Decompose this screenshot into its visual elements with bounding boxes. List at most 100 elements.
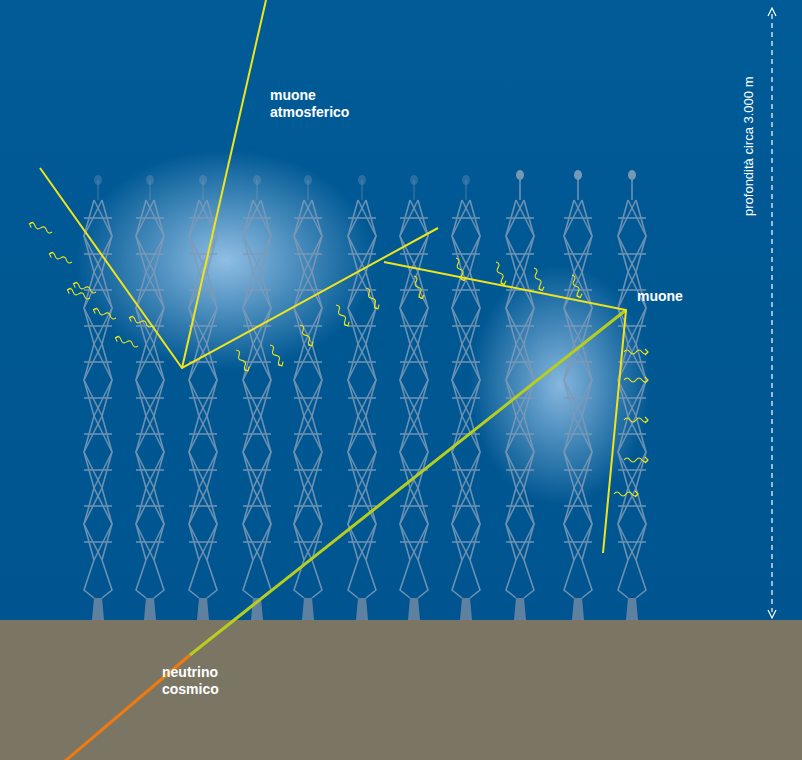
string-buoy: [574, 170, 582, 180]
photon-squiggle: [364, 287, 379, 310]
depth-arrowhead: [768, 610, 776, 618]
string-anchor: [564, 560, 574, 598]
photon-squiggle: [624, 378, 648, 382]
string-anchor: [618, 560, 628, 598]
string-buoy: [304, 175, 312, 185]
photon-arrowhead: [66, 287, 71, 294]
photon-squiggle: [624, 458, 648, 462]
depth-arrowhead: [768, 8, 776, 16]
photon-arrowhead: [645, 377, 648, 383]
string-anchor: [582, 560, 592, 598]
detector-string: [618, 170, 646, 620]
string-anchor: [506, 560, 516, 598]
photon-arrowhead: [278, 362, 285, 368]
photon-arrowhead: [28, 221, 33, 228]
string-buoy: [628, 170, 636, 180]
string-frame: [154, 200, 164, 560]
string-frame: [312, 200, 322, 560]
string-frame: [452, 200, 462, 560]
photon-squiggle: [624, 418, 648, 422]
photon-squiggle: [73, 282, 97, 294]
string-anchor: [84, 560, 94, 598]
photon-arrowhead: [344, 322, 351, 328]
string-anchor: [312, 560, 322, 598]
detector-string: [348, 175, 376, 620]
detector-string: [136, 175, 164, 620]
photon-arrowhead: [645, 349, 648, 355]
cherenkov-cone: [40, 168, 438, 368]
string-frame: [348, 200, 358, 560]
string-frame: [243, 200, 253, 560]
string-frame: [564, 200, 574, 560]
string-buoy: [146, 175, 154, 185]
string-anchor: [207, 560, 217, 598]
photon-squiggle: [532, 267, 544, 291]
photon-squiggle: [115, 336, 139, 348]
depth-dimension-line: [771, 14, 772, 612]
string-anchor: [366, 560, 376, 598]
photon-arrowhead: [374, 305, 381, 311]
track-label: muone: [637, 288, 717, 305]
string-anchor: [524, 560, 534, 598]
string-buoy: [253, 175, 261, 185]
photon-squiggle: [268, 344, 283, 367]
photon-arrowhead: [48, 251, 53, 258]
photon-arrowhead: [114, 335, 119, 342]
photon-arrowhead: [500, 281, 507, 286]
photon-arrowhead: [538, 287, 545, 292]
photon-squiggle: [67, 288, 91, 300]
string-anchor-block: [626, 598, 638, 620]
photon-arrowhead: [72, 281, 77, 288]
string-anchor: [136, 560, 146, 598]
string-frame: [366, 200, 376, 560]
string-anchor: [636, 560, 646, 598]
photon-squiggle: [129, 316, 153, 328]
photon-arrowhead: [645, 457, 648, 463]
photon-arrowhead: [128, 315, 133, 322]
photon-arrowhead: [308, 342, 315, 348]
string-frame: [102, 200, 112, 560]
sea-bed: [0, 620, 802, 760]
cherenkov-cone: [384, 262, 626, 553]
string-buoy: [94, 175, 102, 185]
string-frame: [470, 200, 480, 560]
muon-track: [190, 310, 626, 655]
photon-arrowhead: [576, 294, 583, 299]
atmospheric-muon-track: [182, 0, 266, 368]
photon-squiggle: [234, 349, 249, 372]
photon-squiggle: [93, 308, 117, 320]
string-anchor-block: [356, 598, 368, 620]
string-frame: [418, 200, 428, 560]
detector-string: [564, 170, 592, 620]
string-buoy: [199, 175, 207, 185]
sea-water: [0, 0, 802, 620]
photon-arrowhead: [244, 367, 251, 373]
string-anchor-block: [92, 598, 104, 620]
string-anchor-block: [302, 598, 314, 620]
photon-squiggle: [49, 252, 73, 264]
string-frame: [261, 200, 271, 560]
string-buoy: [358, 175, 366, 185]
photon-squiggle: [454, 257, 466, 281]
string-frame: [524, 200, 534, 560]
string-buoy: [410, 175, 418, 185]
photon-squiggle: [334, 304, 349, 327]
photon-squiggle: [29, 222, 53, 234]
string-frame: [582, 200, 592, 560]
track-label: muone atmosferico: [270, 87, 380, 121]
string-frame: [136, 200, 146, 560]
photon-squiggle: [614, 492, 638, 496]
depth-label: profondità circa 3.000 m: [741, 77, 756, 216]
detector-string: [452, 175, 480, 620]
string-anchor: [452, 560, 462, 598]
photon-squiggle: [412, 275, 424, 299]
photon-squiggle: [624, 350, 648, 354]
string-anchor-block: [460, 598, 472, 620]
string-anchor: [400, 560, 410, 598]
string-anchor-block: [408, 598, 420, 620]
detector-string: [84, 175, 112, 620]
string-buoy: [462, 175, 470, 185]
string-anchor: [418, 560, 428, 598]
string-frame: [294, 200, 304, 560]
string-anchor: [189, 560, 199, 598]
